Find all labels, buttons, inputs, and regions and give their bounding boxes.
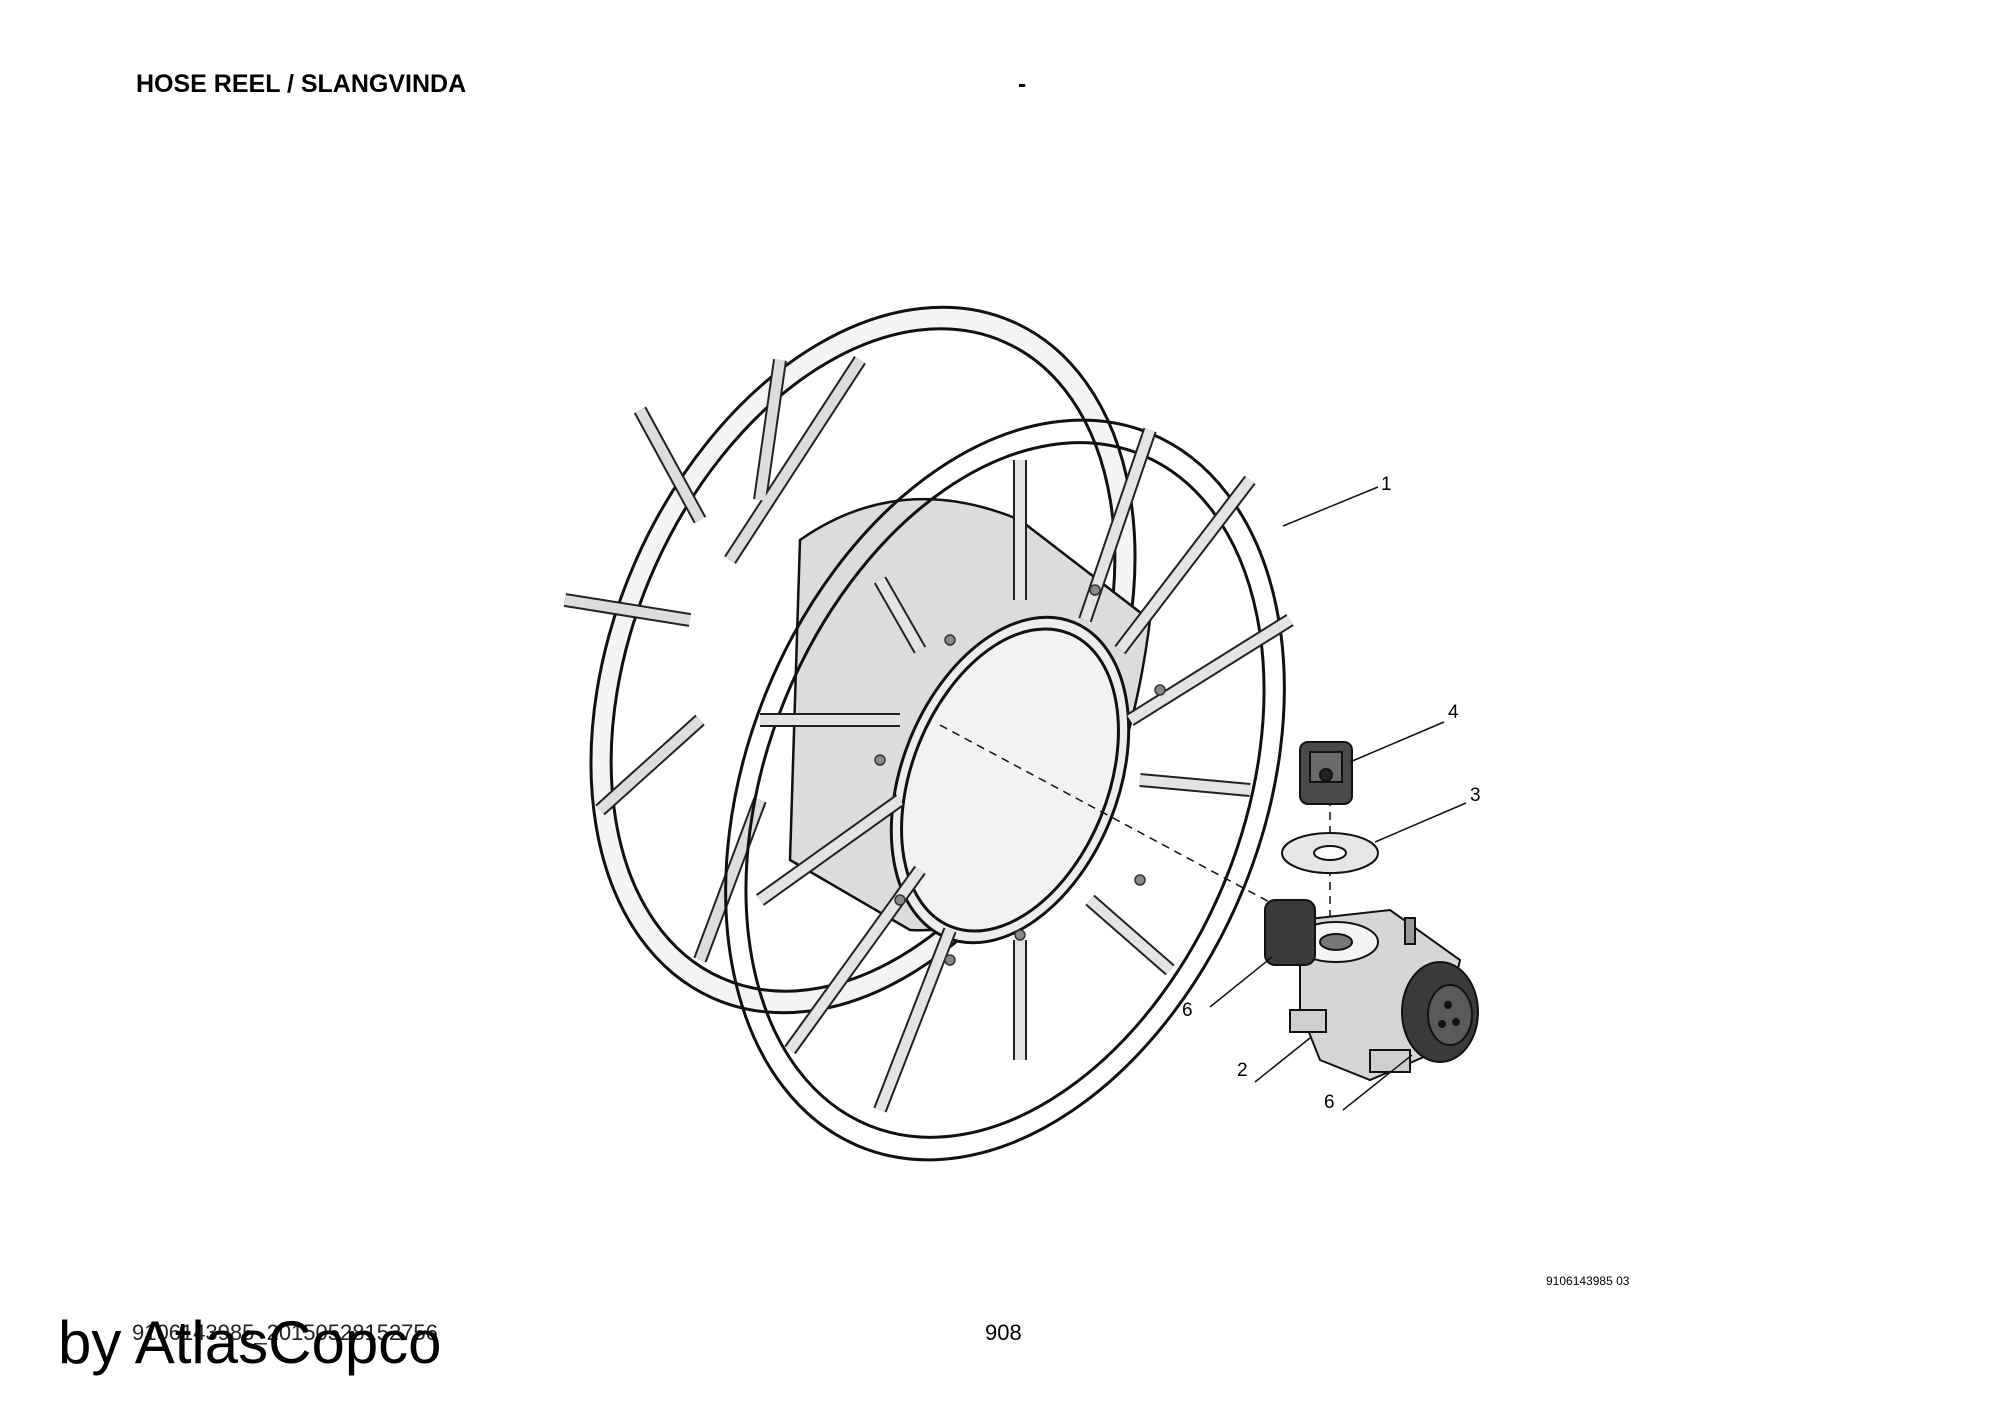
callout-6-upper: 6 — [1182, 1000, 1193, 1021]
header-dash: - — [1018, 70, 1027, 98]
callout-3: 3 — [1470, 785, 1481, 806]
page-title: HOSE REEL / SLANGVINDA — [136, 70, 467, 98]
page-number: 908 — [985, 1320, 1022, 1345]
part-2-swivel — [1264, 899, 1479, 1082]
part-4-cover — [1299, 741, 1353, 805]
callout-4: 4 — [1448, 702, 1459, 723]
leader-lines — [1209, 486, 1467, 1111]
callout-6-lower: 6 — [1324, 1092, 1335, 1113]
watermark-text: by AtlasCopco — [58, 1309, 442, 1376]
drawing-reference: 9106143985 03 — [1546, 1274, 1630, 1288]
callout-1: 1 — [1381, 474, 1392, 495]
part-3-washer — [1281, 832, 1379, 874]
reel-front-flange — [724, 418, 1294, 1162]
document-number: 9106143985_20150528152756 — [132, 1320, 438, 1345]
callout-2: 2 — [1237, 1060, 1248, 1081]
